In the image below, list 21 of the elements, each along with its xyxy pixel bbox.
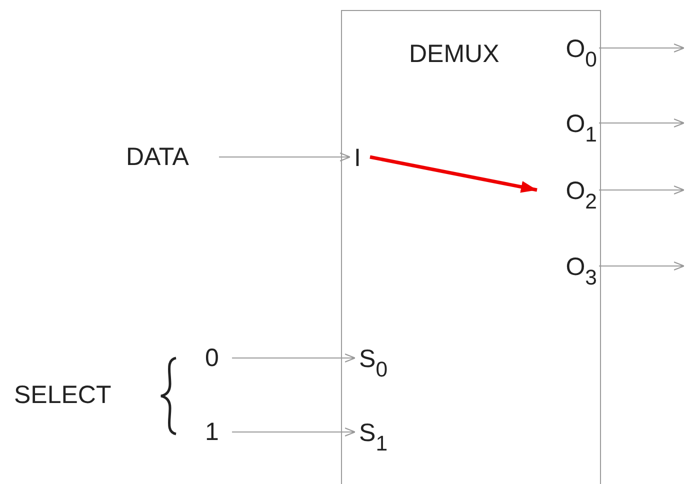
arrow [218, 152, 351, 162]
signal-label: 1 [205, 417, 229, 447]
arrow [598, 43, 685, 53]
signal-label: DATA [126, 142, 216, 172]
arrow [232, 353, 356, 363]
block-title: DEMUX [409, 39, 500, 69]
arrow [598, 118, 685, 128]
port-label: O$_{0}$ [541, 31, 597, 67]
signal-label: 0 [205, 343, 229, 373]
port-label: O$_{1}$ [541, 106, 597, 142]
port-label: O$_{2}$ [541, 173, 597, 209]
port-label: S$_{0}$ [359, 341, 415, 377]
arrow [598, 261, 685, 271]
group-label: SELECT [14, 380, 112, 410]
port-label: I [354, 143, 368, 173]
arrow [232, 427, 356, 437]
arrow [598, 185, 685, 195]
port-label: O$_{3}$ [541, 249, 597, 285]
port-label: S$_{1}$ [359, 415, 415, 451]
demultiplexer-block [341, 10, 601, 484]
arrow [370, 155, 538, 193]
